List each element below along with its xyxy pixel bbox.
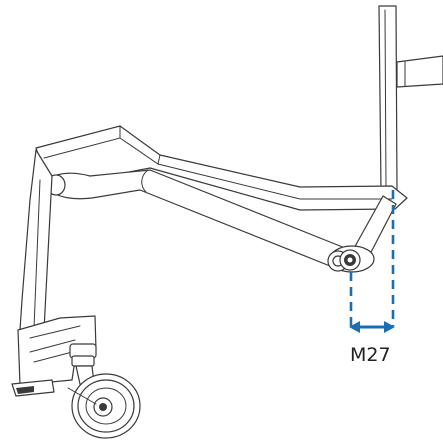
dimension-label: M27 bbox=[350, 344, 391, 366]
dimension-arrowhead-left bbox=[349, 321, 360, 333]
lower-diagonal-tube bbox=[46, 169, 346, 269]
backrest-post bbox=[378, 5, 398, 191]
axle-mount bbox=[327, 245, 375, 273]
seat-depth-dimension: M27 bbox=[349, 190, 395, 366]
footplate bbox=[11, 379, 55, 397]
caster-wheel bbox=[67, 373, 141, 439]
push-handle-tube bbox=[396, 55, 443, 88]
dimension-arrowhead-right bbox=[384, 321, 395, 333]
front-vertical-tube bbox=[19, 149, 53, 331]
